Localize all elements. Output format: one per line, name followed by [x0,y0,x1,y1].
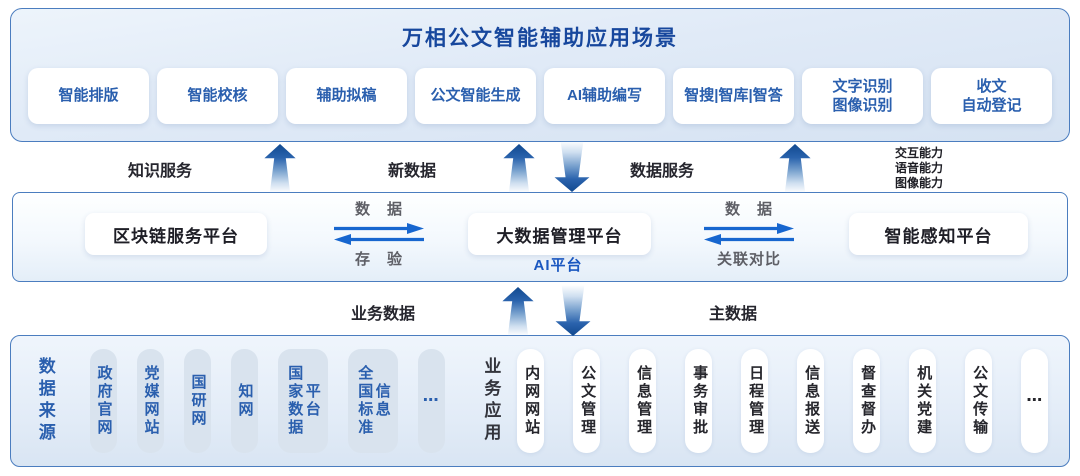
capability-label: 交互能力 [895,146,944,160]
scenario-box: 辅助拟稿 [286,68,407,124]
pill-label: 督查督办 [859,365,877,437]
new-data-label: 新数据 [387,163,437,180]
scenario-row: 智能排版 智能校核 辅助拟稿 公文智能生成 AI辅助编写 智搜|智库|智答 文字识别 图像识… [28,68,1052,124]
master-data-down-arrow-icon [555,285,591,336]
data-sources-label: 数据来源 [35,357,55,445]
pill-label: 日程管理 [747,365,765,437]
business-app-pill-more: ⋯ [1021,349,1049,453]
data-source-pill: 知网 [230,349,258,453]
business-apps-label: 业务应用 [481,357,501,445]
business-app-pill: 公文传输 [965,349,993,453]
capability-label: 语音能力 [895,161,944,175]
pill-label: 全国标准 [356,365,374,437]
pill-label: 公文传输 [971,365,989,437]
data-layer-panel: 数据来源 政府官网党媒网站国研网知网国家数据平台全国标准信息⋯ 业务应用 内网网… [10,335,1070,467]
exchange-top-label: 数 据 [354,201,403,218]
perception-platform-box: 智能感知平台 [849,213,1028,255]
scenario-label: 智搜|智库|智答 [684,87,783,105]
pill-label: 信息 [373,383,391,419]
data-feedback-down-arrow-icon [554,141,590,192]
business-app-pill: 内网网站 [517,349,545,453]
pill-label: 党媒网站 [142,365,160,437]
knowledge-service-label: 知识服务 [127,163,193,180]
scenario-label: 文字识别 图像识别 [832,77,893,115]
data-service-up-arrow-icon [779,144,811,193]
scenario-box: 公文智能生成 [415,68,536,124]
data-source-pill: 政府官网 [89,349,117,453]
pill-label: 政府官网 [95,365,113,437]
data-exchange-left: 数 据 存 验 [314,198,444,269]
scenario-label: 智能校核 [187,87,248,105]
exchange-bottom-label: 存 验 [354,251,403,268]
scenario-label: 辅助拟稿 [316,87,377,105]
knowledge-service-up-arrow-icon [264,144,296,193]
double-arrow-icon [334,223,424,245]
business-apps-group: 内网网站 公文管理 信息管理 事务审批 日程管理 信息报送 督查督办 机关党建 公文传输 ⋯ [517,349,1049,453]
exchange-bottom-label: 关联对比 [716,251,781,268]
data-source-pill: 国研网 [183,349,211,453]
pill-label: 知网 [236,383,254,419]
business-data-label: 业务数据 [350,306,416,323]
data-service-label: 数据服务 [629,163,695,180]
data-exchange-right: 数 据 关联对比 [684,198,814,269]
pill-label: 内网网站 [523,365,541,437]
pill-label: ⋯ [1026,392,1044,410]
scenario-box: AI辅助编写 [544,68,665,124]
scenario-box: 智能校核 [157,68,278,124]
business-app-pill: 事务审批 [685,349,713,453]
pill-label: 机关党建 [915,365,933,437]
data-source-pill-more: ⋯ [417,349,445,453]
new-data-up-arrow-icon [503,144,535,193]
blockchain-platform-box: 区块链服务平台 [85,213,267,255]
scenario-box: 智能排版 [28,68,149,124]
data-source-pill: 全国标准信息 [347,349,398,453]
ai-platform-label: AI平台 [533,257,583,274]
pill-label: 平台 [303,383,321,419]
scenario-box: 文字识别 图像识别 [802,68,923,124]
data-source-pill: 党媒网站 [136,349,164,453]
scenarios-panel: 万相公文智能辅助应用场景 智能排版 智能校核 辅助拟稿 公文智能生成 AI辅助编写 智搜|… [10,8,1070,142]
capability-labels: 交互能力 语音能力 图像能力 [895,146,943,191]
business-app-pill: 信息管理 [629,349,657,453]
pill-label: 信息管理 [635,365,653,437]
data-source-pill: 国家数据平台 [277,349,328,453]
pill-label: 国家数据 [286,365,304,437]
pill-label: 事务审批 [691,365,709,437]
business-app-pill: 公文管理 [573,349,601,453]
business-data-up-arrow-icon [502,287,534,336]
business-app-pill: 日程管理 [741,349,769,453]
bigdata-platform-box: 大数据管理平台 [468,213,651,255]
scenario-box: 收文 自动登记 [931,68,1052,124]
exchange-top-label: 数 据 [724,201,773,218]
scenario-box: 智搜|智库|智答 [673,68,794,124]
scenario-label: 收文 自动登记 [961,77,1022,115]
scenario-label: 智能排版 [58,87,119,105]
business-app-pill: 督查督办 [853,349,881,453]
pill-label: ⋯ [422,392,440,410]
data-sources-group: 政府官网党媒网站国研网知网国家数据平台全国标准信息⋯ [89,349,445,453]
scenario-label: 公文智能生成 [430,87,521,105]
pill-label: 信息报送 [803,365,821,437]
panel-title: 万相公文智能辅助应用场景 [402,27,678,50]
capability-label: 图像能力 [895,176,944,190]
platform-band: 区块链服务平台 大数据管理平台 智能感知平台 数 据 存 验 数 据 关联对比 … [12,192,1068,282]
pill-label: 公文管理 [579,365,597,437]
master-data-label: 主数据 [708,306,758,323]
business-app-pill: 机关党建 [909,349,937,453]
scenario-label: AI辅助编写 [566,87,642,105]
double-arrow-icon [704,223,794,245]
pill-label: 国研网 [189,374,207,428]
business-app-pill: 信息报送 [797,349,825,453]
